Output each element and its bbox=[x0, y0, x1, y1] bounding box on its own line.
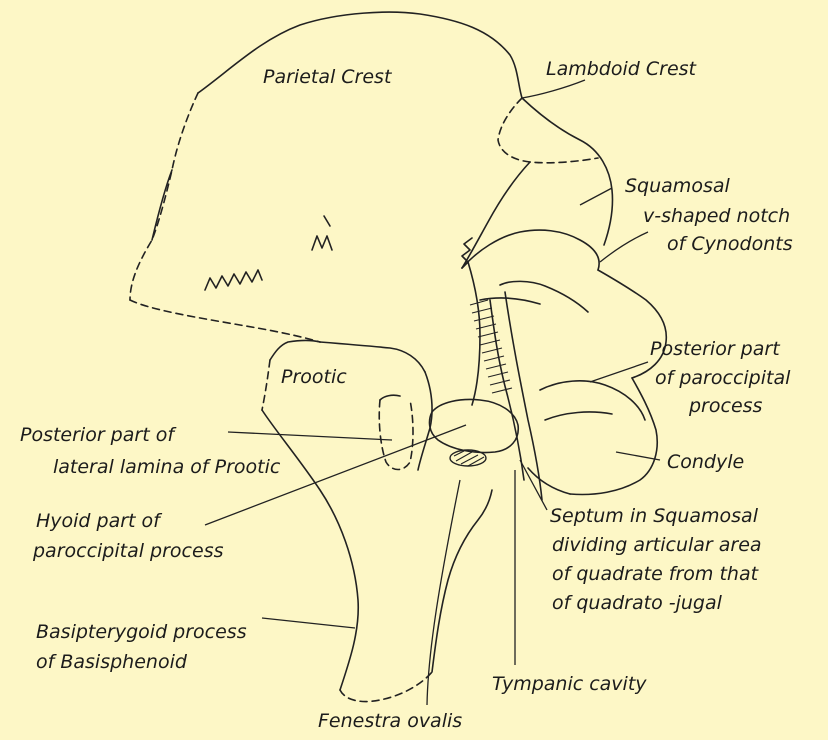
label-basipterygoid-1: Basipterygoid process bbox=[36, 621, 247, 643]
label-hyoid-1: Hyoid part of bbox=[36, 510, 163, 532]
label-posterior-paroccipital-2: of paroccipital bbox=[655, 367, 791, 389]
label-tympanic-cavity: Tympanic cavity bbox=[492, 673, 647, 695]
label-septum-1: Septum in Squamosal bbox=[550, 505, 759, 527]
label-v-notch-2: of Cynodonts bbox=[667, 233, 793, 255]
label-posterior-paroccipital-3: process bbox=[688, 395, 763, 417]
septum-hatching bbox=[470, 300, 512, 393]
label-posterior-lateral-lamina-2: lateral lamina of Prootic bbox=[53, 456, 281, 478]
label-posterior-lateral-lamina-1: Posterior part of bbox=[20, 424, 177, 446]
label-prootic: Prootic bbox=[281, 366, 347, 388]
label-parietal-crest: Parietal Crest bbox=[263, 66, 393, 88]
label-septum-3: of quadrate from that bbox=[552, 563, 760, 585]
label-septum-2: dividing articular area bbox=[552, 534, 762, 556]
label-lambdoid-crest: Lambdoid Crest bbox=[546, 58, 698, 80]
label-posterior-paroccipital-1: Posterior part bbox=[650, 338, 781, 360]
label-septum-4: of quadrato -jugal bbox=[552, 592, 723, 614]
label-condyle: Condyle bbox=[667, 451, 744, 473]
labels: Parietal Crest Lambdoid Crest Squamosal … bbox=[20, 58, 793, 732]
label-fenestra-ovalis: Fenestra ovalis bbox=[318, 710, 462, 732]
label-basipterygoid-2: of Basisphenoid bbox=[36, 651, 188, 673]
label-hyoid-2: paroccipital process bbox=[32, 540, 224, 562]
label-v-notch-1: v-shaped notch bbox=[643, 205, 790, 227]
label-squamosal: Squamosal bbox=[625, 175, 730, 197]
